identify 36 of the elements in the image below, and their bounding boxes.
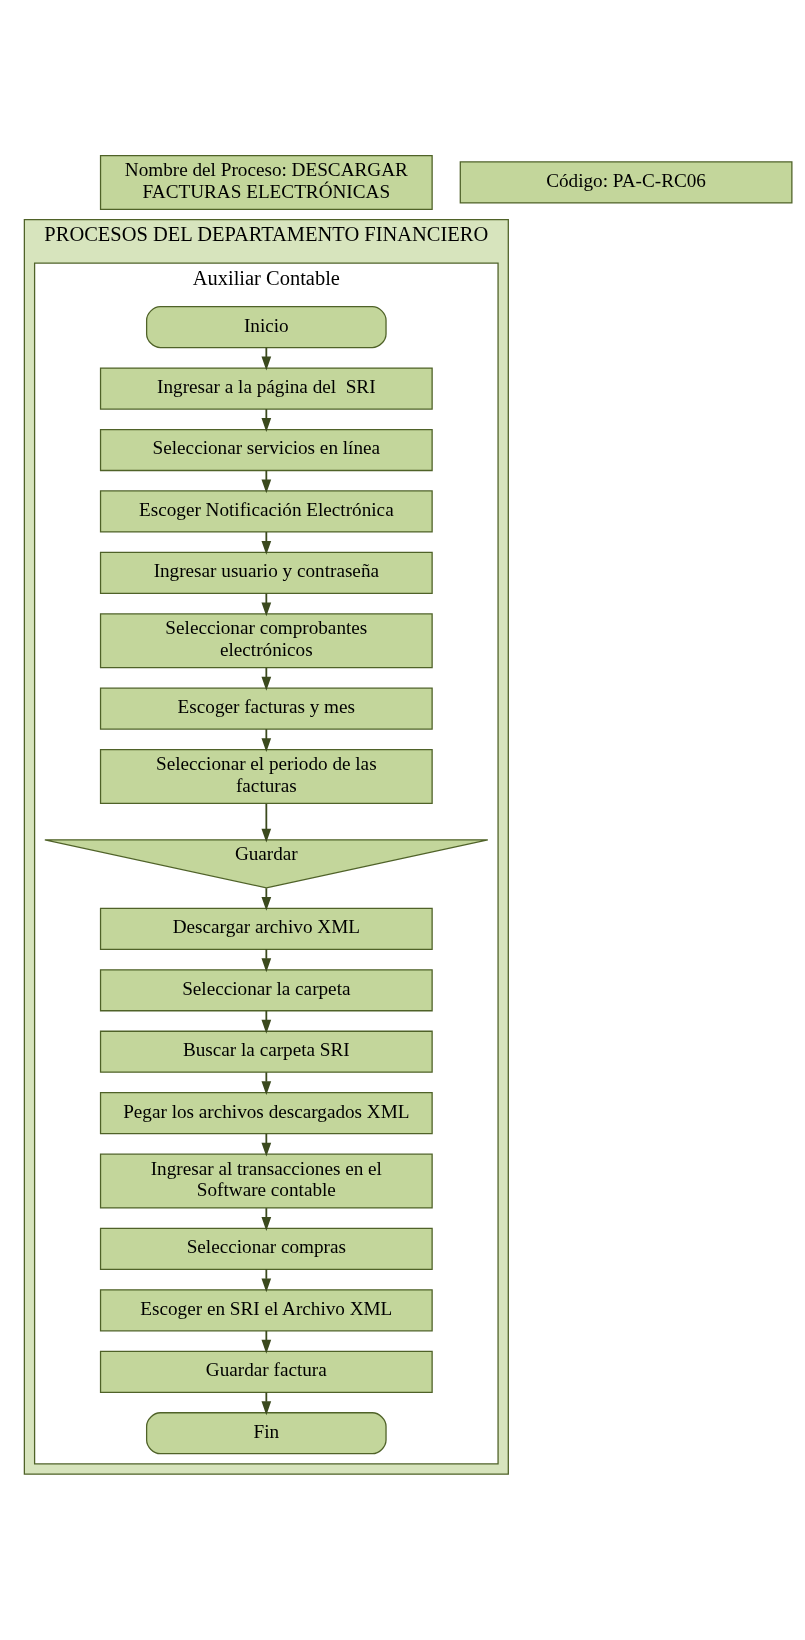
- arrow: [261, 346, 271, 371]
- node-box: Seleccionar servicios en línea: [99, 428, 433, 472]
- arrow: [261, 728, 271, 753]
- node-box: Seleccionar la carpeta: [99, 969, 433, 1012]
- node-box: Fin: [145, 1412, 387, 1455]
- node-box: Seleccionar comprobantes electrónicos: [99, 613, 433, 669]
- node-box: Descargar archivo XML: [99, 907, 433, 950]
- arrow: [261, 469, 271, 494]
- arrow: [261, 408, 271, 432]
- arrow: [261, 1071, 271, 1096]
- arrow: [261, 1391, 271, 1416]
- arrow: [261, 592, 271, 617]
- node-box: Escoger Notificación Electrónica: [99, 490, 433, 533]
- node-box: Pegar los archivos descargados XML: [99, 1092, 433, 1135]
- node-box: Ingresar usuario y contraseña: [99, 551, 433, 595]
- node-box: Seleccionar compras: [99, 1227, 433, 1270]
- node-box: Inicio: [145, 306, 387, 349]
- node-box: Buscar la carpeta SRI: [99, 1030, 433, 1073]
- node-box: Escoger en SRI el Archivo XML: [99, 1289, 433, 1332]
- arrow: [261, 1330, 271, 1354]
- arrow: [261, 1009, 271, 1034]
- arrow: [261, 802, 271, 843]
- arrow: [261, 1132, 271, 1157]
- node-box: Nombre del Proceso: DESCARGAR FACTURAS ELECTRÓNICAS: [99, 154, 433, 210]
- node-box: Seleccionar el periodo de las facturas: [99, 748, 433, 804]
- arrow: [261, 948, 271, 973]
- arrow: [261, 1268, 271, 1293]
- node-box: Código: PA-C-RC06: [459, 161, 792, 204]
- arrow: [261, 666, 271, 691]
- node-box: Guardar factura: [99, 1350, 433, 1393]
- node-box: Ingresar al transacciones en el Software contable: [99, 1153, 433, 1209]
- arrow: [261, 1207, 271, 1231]
- node-box: Ingresar a la página del SRI: [99, 367, 433, 410]
- node-box: Escoger facturas y mes: [99, 687, 433, 730]
- arrow: [261, 531, 271, 555]
- arrow: [261, 887, 271, 911]
